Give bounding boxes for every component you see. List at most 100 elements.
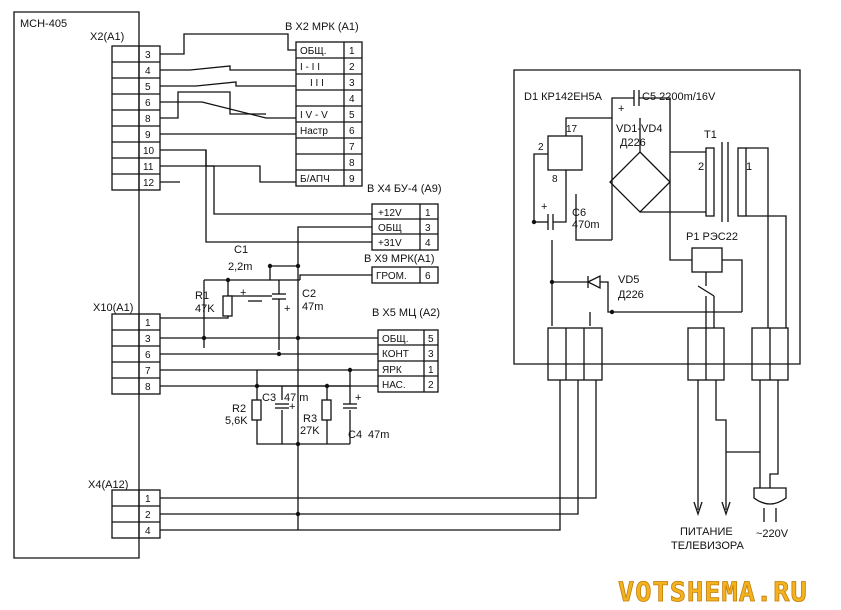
t1-winding2: 2 — [698, 161, 704, 173]
x9-row-num: 6 — [425, 271, 431, 282]
target-x4-bu-title: В Х4 БУ-4 (А9) — [367, 183, 441, 195]
vd5-value: Д226 — [618, 289, 644, 301]
connector-x10: Х10(А1) 1 3 6 7 8 — [93, 302, 161, 395]
junction-dot — [295, 441, 301, 447]
junction-dot — [254, 383, 260, 389]
c3-plus-sign: + — [289, 401, 295, 413]
r2-ref: R2 — [232, 403, 246, 415]
c2-ref: С2 — [302, 288, 316, 300]
mrk-row-num: 2 — [349, 62, 355, 73]
d1-pin-in: 17 — [566, 124, 578, 135]
r2-value: 5,6K — [225, 415, 248, 427]
mc-row-num: 1 — [428, 365, 434, 376]
c4-plus-sign: + — [355, 392, 361, 404]
x9-row-label: ГРОМ. — [376, 271, 407, 282]
target-x5-mc-title: В Х5 МЦ (А2) — [372, 307, 440, 319]
target-x4-bu: В Х4 БУ-4 (А9) +12V ОБЩ +31V 1 3 4 — [367, 183, 441, 251]
c1-value: 2,2m — [228, 261, 252, 273]
mrk-row-label: Б/АПЧ — [300, 174, 330, 185]
c6-ref: С6 — [572, 207, 586, 219]
x2-wiring — [160, 33, 372, 215]
connector-x2: Х2(А1) 3 4 5 6 8 9 10 11 12 — [90, 31, 161, 191]
junction-dot — [295, 511, 301, 517]
power-outputs: ПИТАНИЕ ТЕЛЕВИЗОРА ~220V — [671, 380, 789, 552]
d1-pin-gnd: 2 — [538, 142, 544, 153]
c4-value: 47m — [368, 429, 389, 441]
junction-dot — [295, 335, 301, 341]
mc-row-label: ОБЩ. — [382, 334, 409, 345]
mrk-row-num: 9 — [349, 174, 355, 185]
r3-ref: R3 — [303, 413, 317, 425]
x10-pin: 7 — [145, 366, 151, 377]
junction-dot — [295, 263, 301, 269]
module-title: МСН-405 — [20, 18, 67, 30]
d1-ref: D1 КР142ЕН5А — [524, 91, 603, 103]
x4-pin: 1 — [145, 494, 151, 505]
c1-plus-sign: + — [240, 287, 246, 299]
x4-pin: 4 — [145, 526, 151, 537]
mrk-row-label: ОБЩ. — [300, 46, 327, 57]
junction-dot — [549, 279, 555, 285]
x2-pin: 8 — [145, 114, 151, 125]
r2-resistor — [251, 399, 262, 421]
junction-dot — [324, 383, 330, 389]
mc-row-label: НАС. — [382, 380, 406, 391]
vd5-ref: VD5 — [618, 274, 639, 286]
vd1-ref: VD1-VD4 — [616, 123, 662, 135]
bu-row-label: ОБЩ — [378, 223, 402, 234]
r3-value: 27K — [300, 425, 320, 437]
bu-row-label: +31V — [378, 238, 402, 249]
mrk-row-num: 6 — [349, 126, 355, 137]
mrk-row-num: 4 — [349, 94, 355, 105]
x2-pin: 3 — [145, 50, 151, 61]
c5-plus-sign: + — [618, 103, 624, 115]
x2-pin: 9 — [145, 130, 151, 141]
x10-pin: 3 — [145, 334, 151, 345]
mrk-row-label: I V - V — [300, 110, 328, 121]
r1-resistor — [222, 295, 233, 317]
c3-value: 47 m — [284, 392, 308, 404]
c2-plus-sign: + — [284, 303, 290, 315]
mrk-row-num: 7 — [349, 142, 355, 153]
x2-pin: 6 — [145, 98, 151, 109]
mrk-row-num: 3 — [349, 78, 355, 89]
power-supply-box: D1 КР142ЕН5А 17 2 8 С5 2200m/16V + VD1-V… — [513, 69, 801, 365]
target-x9-mrk: В Х9 МРК(А1) ГРОМ. 6 — [299, 253, 439, 284]
x2-pin: 4 — [145, 66, 151, 77]
connector-x2-label: Х2(А1) — [90, 31, 124, 43]
x2-pin: 12 — [143, 178, 155, 189]
bu-row-num: 3 — [425, 223, 431, 234]
target-x5-mc: В Х5 МЦ (А2) ОБЩ. КОНТ ЯРК НАС. 5 3 1 2 — [372, 307, 440, 393]
c1-r1-c2-network: С1 2,2m R1 47K + + С2 47m — [160, 244, 323, 350]
target-x2-mrk-title: В Х2 МРК (А1) — [285, 21, 359, 33]
bu-wiring — [205, 150, 372, 530]
r3-resistor — [321, 399, 332, 421]
x10-wiring — [160, 337, 378, 387]
mains-label: ~220V — [756, 528, 789, 540]
x2-pin: 11 — [143, 162, 154, 173]
c5-ref: С5 2200m/16V — [642, 91, 716, 103]
junction-dot — [267, 263, 273, 269]
x2-pin: 10 — [143, 146, 155, 157]
mrk-row-num: 8 — [349, 158, 355, 169]
bu-row-label: +12V — [378, 208, 402, 219]
tv-power-label-2: ТЕЛЕВИЗОРА — [671, 540, 745, 552]
tv-power-label-1: ПИТАНИЕ — [680, 526, 733, 538]
module-msn405: МСН-405 — [13, 11, 140, 559]
c6-plus-sign: + — [541, 201, 547, 213]
c1-ref: С1 — [234, 244, 248, 256]
connector-x10-label: Х10(А1) — [93, 302, 133, 314]
x10-pin: 8 — [145, 382, 151, 393]
mc-row-num: 3 — [428, 349, 434, 360]
mrk-row-label: Настр — [300, 126, 328, 137]
bu-row-num: 1 — [425, 208, 431, 219]
junction-dot — [276, 351, 282, 357]
junction-dot — [201, 335, 207, 341]
junction-dot — [225, 277, 231, 283]
r1-ref: R1 — [195, 290, 209, 302]
p1-ref: Р1 РЭС22 — [686, 231, 738, 243]
x4-pin: 2 — [145, 510, 151, 521]
junction-dot — [347, 367, 353, 373]
mrk-row-label: I - I I — [300, 62, 320, 73]
